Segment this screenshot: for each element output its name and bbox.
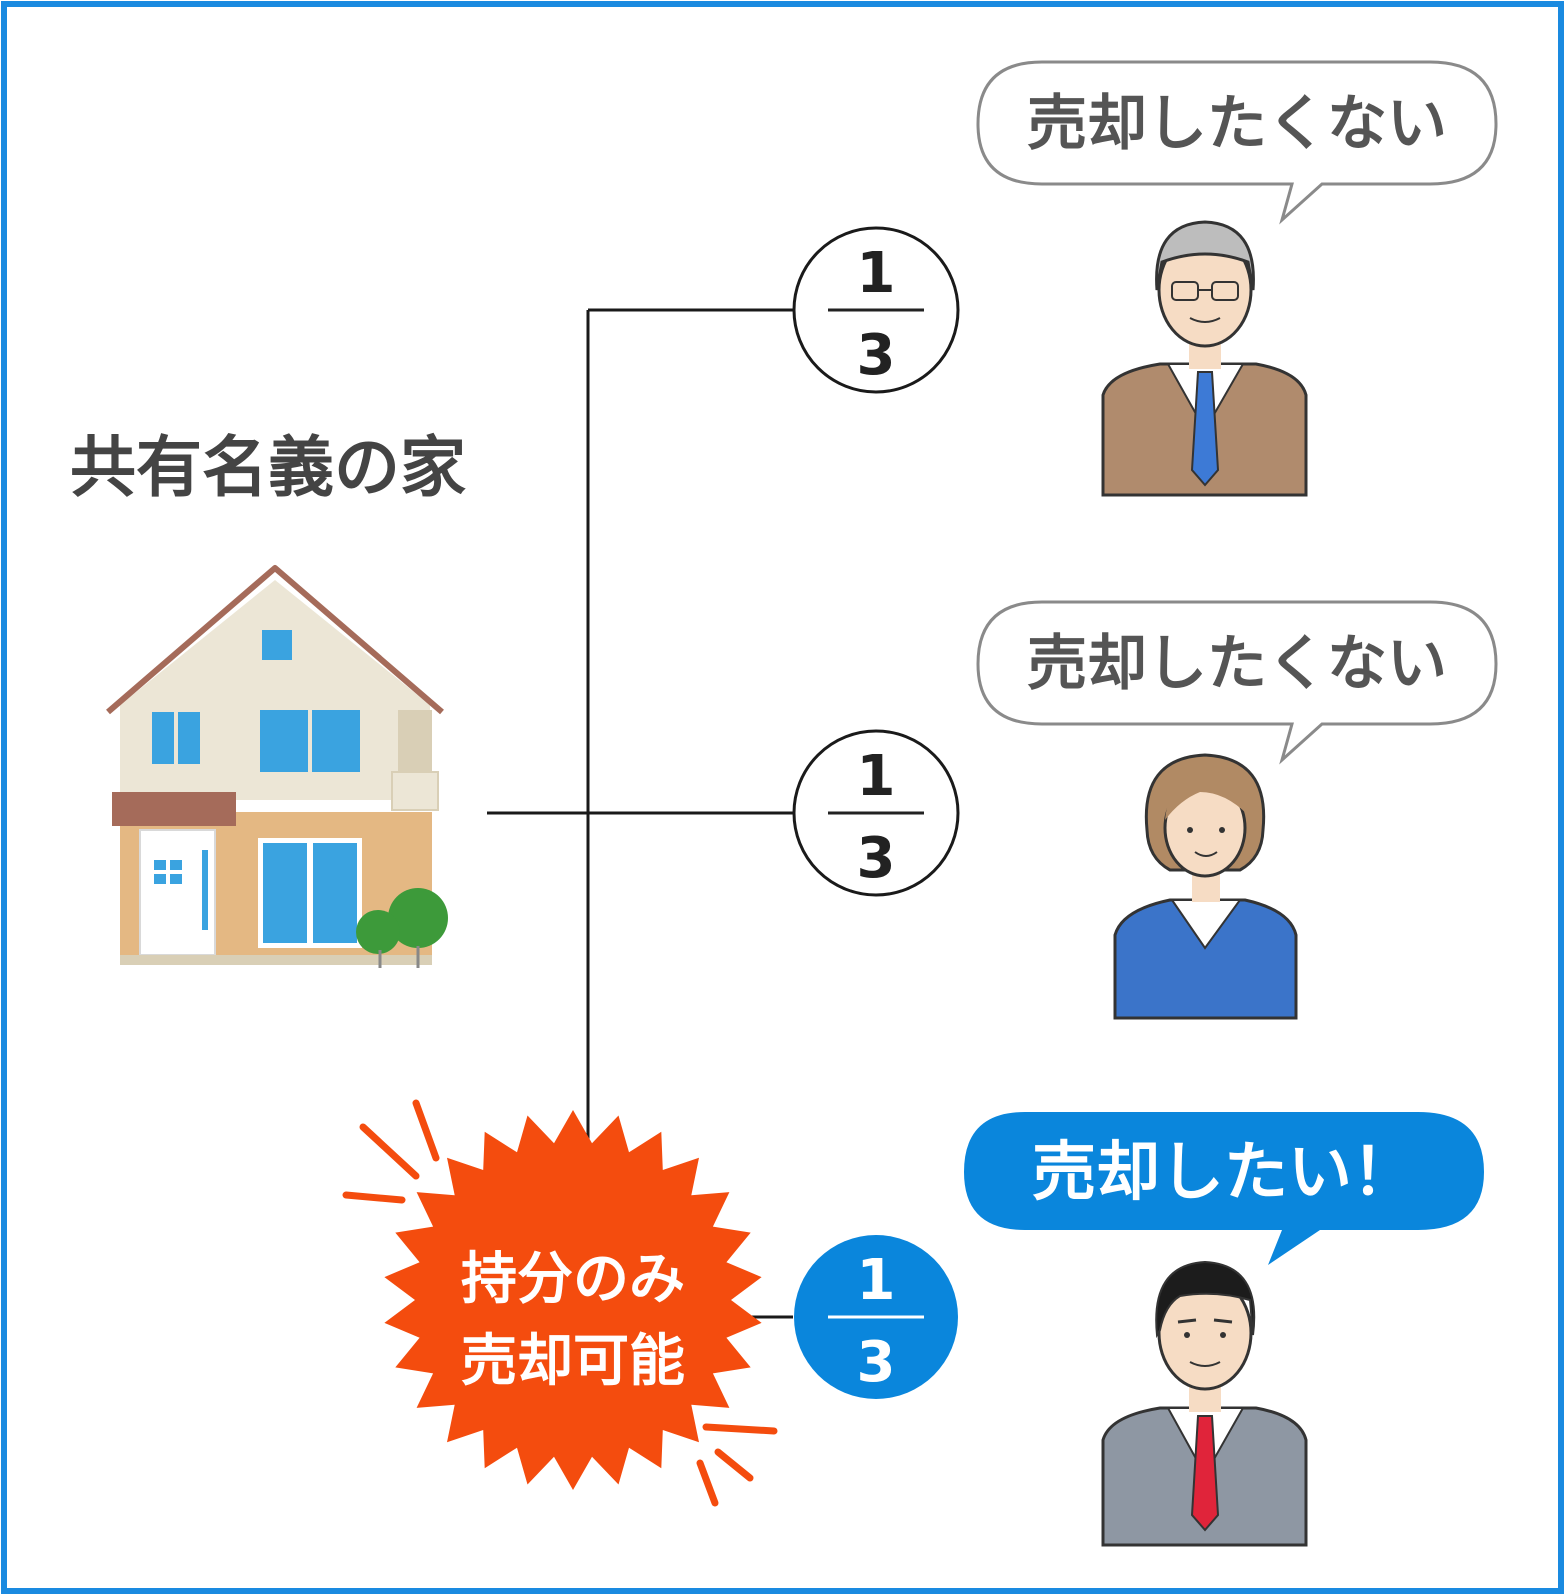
share-numerator: 1 [857,744,896,809]
elderly-man-brown-suit-icon [1101,220,1308,497]
man-gray-suit-icon [1101,1260,1308,1547]
woman-blue-jacket-icon [1113,753,1298,1020]
house-icon [106,565,448,968]
speech-text: 売却したくない [1027,89,1447,159]
speech-bubble: 売却したくない [976,60,1498,225]
share-numerator: 1 [857,1248,896,1313]
owner-row: 売却したい！ 1 3 [794,1112,1484,1547]
house-label: 共有名義の家 [70,429,466,506]
tree-icon [388,888,448,948]
share-denominator: 3 [857,323,896,388]
owner-row: 売却したくない 1 3 [792,600,1498,1020]
share-fraction-badge-highlight: 1 3 [794,1235,958,1399]
burst-badge: 持分のみ 売却可能 [342,1099,778,1507]
speech-bubble: 売却したくない [976,600,1498,765]
speech-text: 売却したくない [1027,629,1447,699]
burst-label-line2: 売却可能 [461,1329,685,1394]
burst-shape [384,1110,762,1490]
share-fraction-badge: 1 3 [792,729,960,897]
share-denominator: 3 [857,1330,896,1395]
speech-bubble-highlight: 売却したい！ [964,1112,1484,1265]
owner-row: 売却したくない 1 3 [792,60,1498,497]
burst-accent-lines [342,1099,778,1507]
share-numerator: 1 [857,241,896,306]
burst-label-line1: 持分のみ [461,1247,685,1312]
share-denominator: 3 [857,826,896,891]
speech-text: 売却したい！ [1032,1136,1416,1210]
share-fraction-badge: 1 3 [792,226,960,394]
